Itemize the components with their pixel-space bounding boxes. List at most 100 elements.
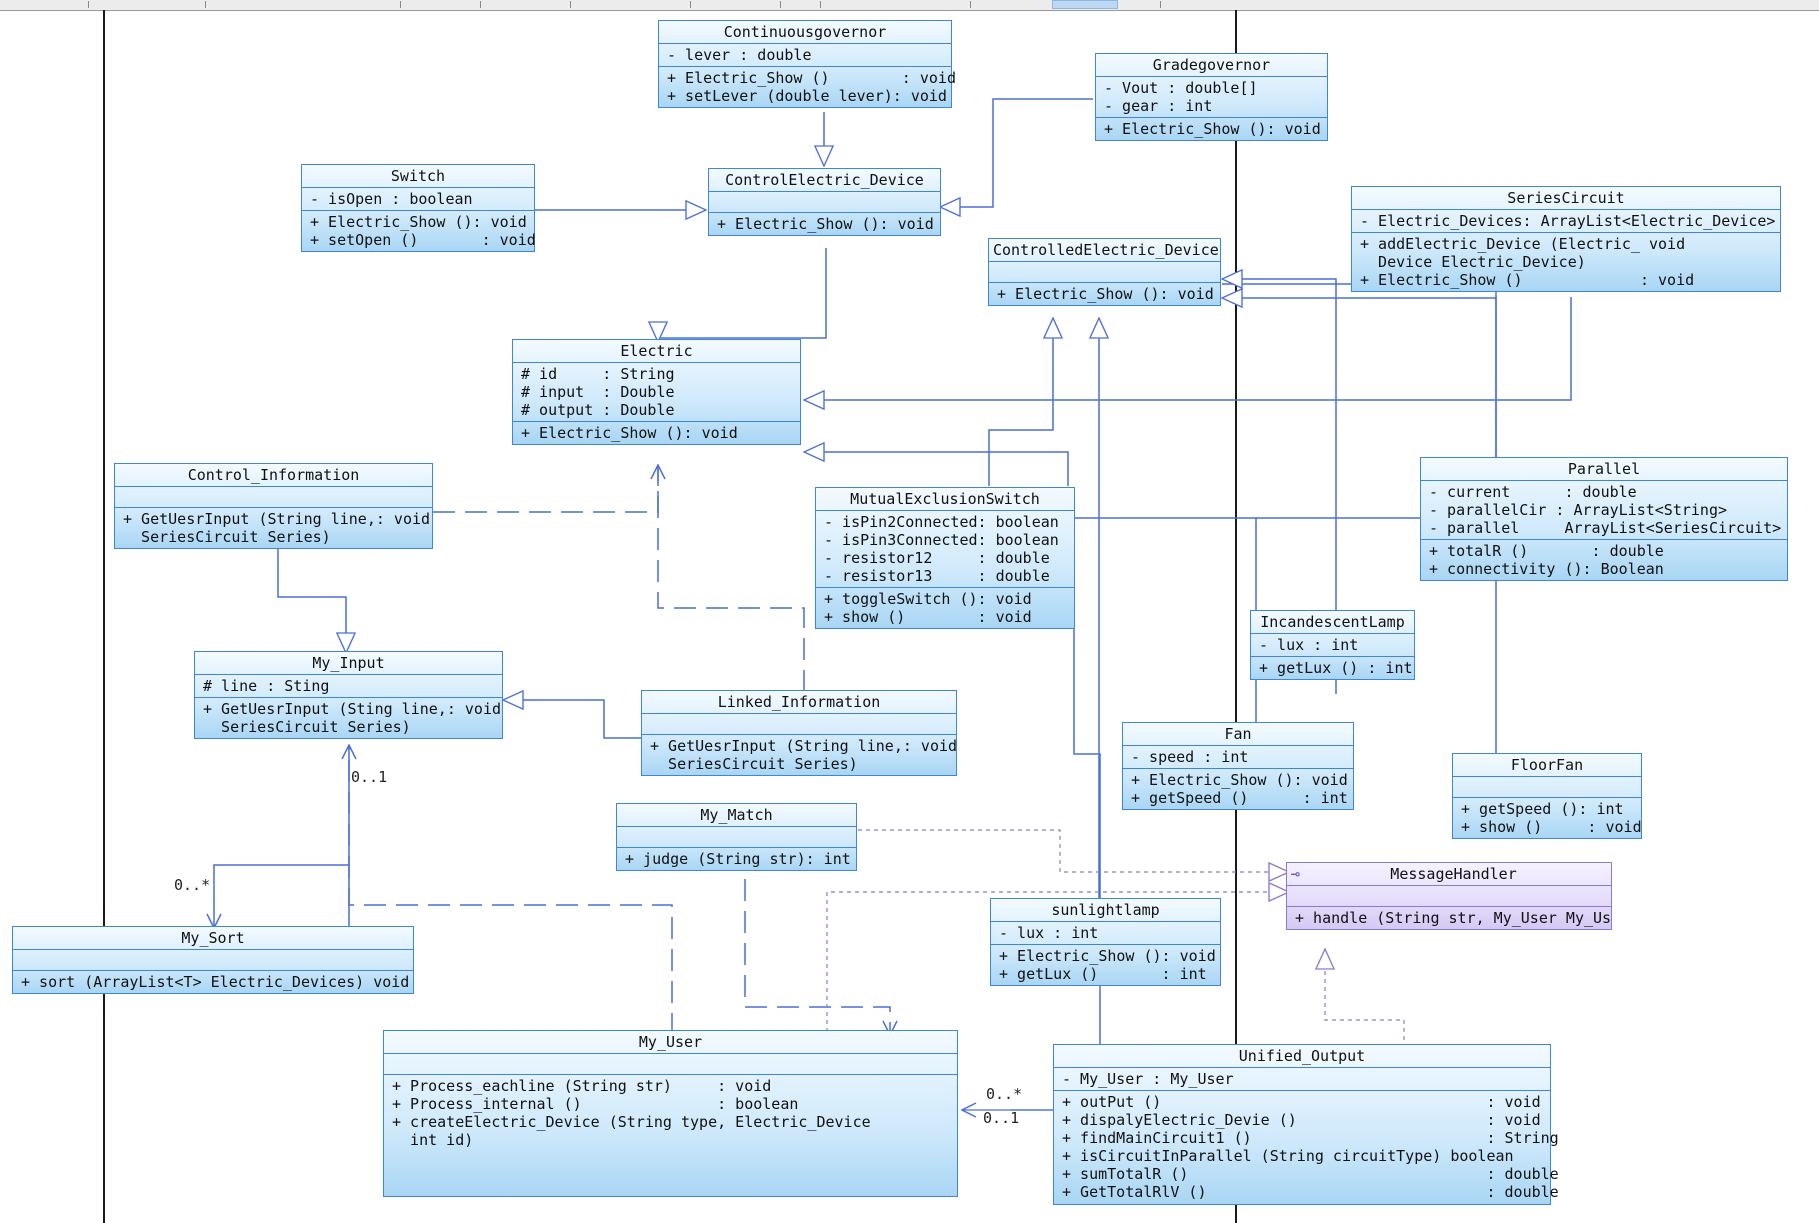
member-row: + Electric_Show () : void: [667, 69, 956, 87]
member-row: # id : String: [521, 365, 675, 383]
member-row: - lever : double: [667, 46, 812, 64]
member-row: - resistor12 : double: [824, 549, 1050, 567]
member-row: + Electric_Show () : void: [1360, 271, 1695, 289]
operations: + toggleSwitch (): void+ show () : void: [816, 587, 1074, 628]
member-row: - Vout : double[]: [1104, 79, 1258, 97]
class-title: Continuousgovernor: [723, 23, 887, 41]
member-row: + dispalyElectric_Devie () : void: [1062, 1111, 1541, 1129]
operations: + Electric_Show (): void: [709, 212, 940, 235]
class-my-user[interactable]: My_User + Process_eachline (String str) …: [383, 1030, 958, 1197]
member-row: - isOpen : boolean: [310, 190, 473, 208]
class-title: Linked_Information: [717, 693, 881, 711]
class-title: ControlElectric_Device: [725, 171, 924, 189]
member-row: # output : Double: [521, 401, 675, 419]
member-row: + handle (String str, My_User My_Us: [1295, 909, 1611, 927]
operations: + Electric_Show (): void: [1096, 117, 1327, 140]
attributes: # id : String# input : Double# output : …: [513, 362, 800, 421]
class-title: ControlledElectric_Device: [993, 241, 1219, 259]
class-title: Fan: [1224, 725, 1252, 743]
attributes: - lux : int: [1251, 633, 1414, 656]
operations: + Electric_Show (): void+ getLux () : in…: [991, 944, 1220, 985]
multiplicity-my-sort: 0..*: [174, 876, 211, 894]
member-row: - gear : int: [1104, 97, 1213, 115]
member-row: + isCircuitInParallel (String circuitTyp…: [1062, 1147, 1514, 1165]
class-linked-information[interactable]: Linked_Information + GetUesrInput (Strin…: [641, 690, 957, 776]
attributes: [642, 713, 956, 734]
class-gradegovernor[interactable]: Gradegovernor - Vout : double[]- gear : …: [1095, 53, 1328, 141]
attributes: # line : Sting: [195, 674, 502, 697]
class-incandescentlamp[interactable]: IncandescentLamp - lux : int + getLux ()…: [1250, 610, 1415, 680]
attributes: - Vout : double[]- gear : int: [1096, 76, 1327, 117]
class-control-information[interactable]: Control_Information + GetUesrInput (Stri…: [114, 463, 433, 549]
operations: + Electric_Show (): void: [989, 282, 1220, 305]
multiplicity-my-user-one: 0..1: [983, 1109, 1020, 1127]
attributes: [989, 261, 1220, 282]
class-controlledelectric-device[interactable]: ControlledElectric_Device + Electric_Sho…: [988, 238, 1221, 306]
member-row: int id): [392, 1131, 474, 1149]
member-row: - isPin2Connected: boolean: [824, 513, 1059, 531]
class-unified-output[interactable]: Unified_Output - My_User : My_User + out…: [1053, 1044, 1559, 1205]
attributes: [13, 949, 413, 970]
attributes: [617, 826, 856, 847]
attributes: - My_User : My_User: [1054, 1067, 1550, 1090]
class-my-match[interactable]: My_Match + judge (String str): int: [616, 803, 857, 871]
class-electric[interactable]: Electric # id : String# input : Double# …: [512, 339, 801, 445]
interface-icon: ⊸: [1291, 865, 1301, 883]
member-row: - Electric_Devices: ArrayList<Electric_D…: [1360, 212, 1776, 230]
member-row: + setLever (double lever): void: [667, 87, 947, 105]
operations: + totalR () : double+ connectivity (): B…: [1421, 539, 1787, 580]
member-row: # line : Sting: [203, 677, 330, 695]
class-sunlightlamp[interactable]: sunlightlamp - lux : int + Electric_Show…: [990, 898, 1221, 986]
member-row: + Electric_Show (): void: [999, 947, 1216, 965]
member-row: - lux : int: [1259, 636, 1359, 654]
operations: + Process_eachline (String str) : void+ …: [384, 1074, 957, 1151]
class-title: My_User: [638, 1033, 703, 1051]
attributes: [1453, 776, 1641, 797]
member-row: + getSpeed (): int: [1461, 800, 1624, 818]
member-row: + Electric_Show (): void: [997, 285, 1214, 303]
member-row: - parallelCir : ArrayList<String>: [1429, 501, 1728, 519]
class-continuousgovernor[interactable]: Continuousgovernor - lever : double + El…: [658, 20, 956, 108]
member-row: + findMainCircuit1 () : String: [1062, 1129, 1559, 1147]
multiplicity-my-user-many: 0..*: [986, 1085, 1023, 1103]
operations: + judge (String str): int: [617, 847, 856, 870]
class-title: FloorFan: [1510, 756, 1584, 774]
member-row: + connectivity (): Boolean: [1429, 560, 1664, 578]
member-row: + Electric_Show (): void: [521, 424, 738, 442]
class-parallel[interactable]: Parallel - current : double- parallelCir…: [1420, 457, 1788, 581]
operations: + GetUesrInput (Sting line,: void Series…: [195, 697, 502, 738]
member-row: + getSpeed () : int: [1131, 789, 1348, 807]
member-row: + Electric_Show (): void: [717, 215, 934, 233]
member-row: + getLux () : int: [1259, 659, 1413, 677]
member-row: - lux : int: [999, 924, 1099, 942]
class-my-input[interactable]: My_Input # line : Sting + GetUesrInput (…: [194, 651, 503, 739]
class-title: Switch: [390, 167, 446, 185]
operations: + GetUesrInput (String line,: void Serie…: [642, 734, 958, 775]
class-seriescircuit[interactable]: SeriesCircuit - Electric_Devices: ArrayL…: [1351, 186, 1781, 292]
member-row: + sumTotalR () : double: [1062, 1165, 1559, 1183]
interface-messagehandler[interactable]: ⊸ MessageHandler + handle (String str, M…: [1286, 862, 1612, 930]
class-floorfan[interactable]: FloorFan + getSpeed (): int+ show () : v…: [1452, 753, 1642, 839]
member-row: + totalR () : double: [1429, 542, 1664, 560]
member-row: SeriesCircuit Series): [650, 755, 858, 773]
attributes: - current : double- parallelCir : ArrayL…: [1421, 480, 1787, 539]
class-title: ⊸ MessageHandler: [1291, 865, 1517, 883]
class-switch[interactable]: Switch - isOpen : boolean + Electric_Sho…: [301, 164, 536, 252]
class-fan[interactable]: Fan - speed : int + Electric_Show (): vo…: [1122, 722, 1354, 810]
operations: + getLux () : int: [1251, 656, 1414, 679]
page-border-right: [1235, 10, 1237, 1223]
class-my-sort[interactable]: My_Sort + sort (ArrayList<T> Electric_De…: [12, 926, 414, 994]
class-title: IncandescentLamp: [1260, 613, 1405, 631]
member-row: + GetUesrInput (String line,: void: [650, 737, 958, 755]
class-title: Gradegovernor: [1152, 56, 1271, 74]
class-title: MutualExclusionSwitch: [850, 490, 1040, 508]
member-row: - parallel ArrayList<SeriesCircuit>: [1429, 519, 1782, 537]
class-controlelectric-device[interactable]: ControlElectric_Device + Electric_Show (…: [708, 168, 941, 236]
class-mutualexclusionswitch[interactable]: MutualExclusionSwitch - isPin2Connected:…: [815, 487, 1075, 629]
member-row: + addElectric_Device (Electric_ void: [1360, 235, 1686, 253]
member-row: + Process_internal () : boolean: [392, 1095, 799, 1113]
operations: + outPut () : void+ dispalyElectric_Devi…: [1054, 1090, 1559, 1203]
class-title: My_Sort: [181, 929, 245, 947]
member-row: SeriesCircuit Series): [203, 718, 411, 736]
